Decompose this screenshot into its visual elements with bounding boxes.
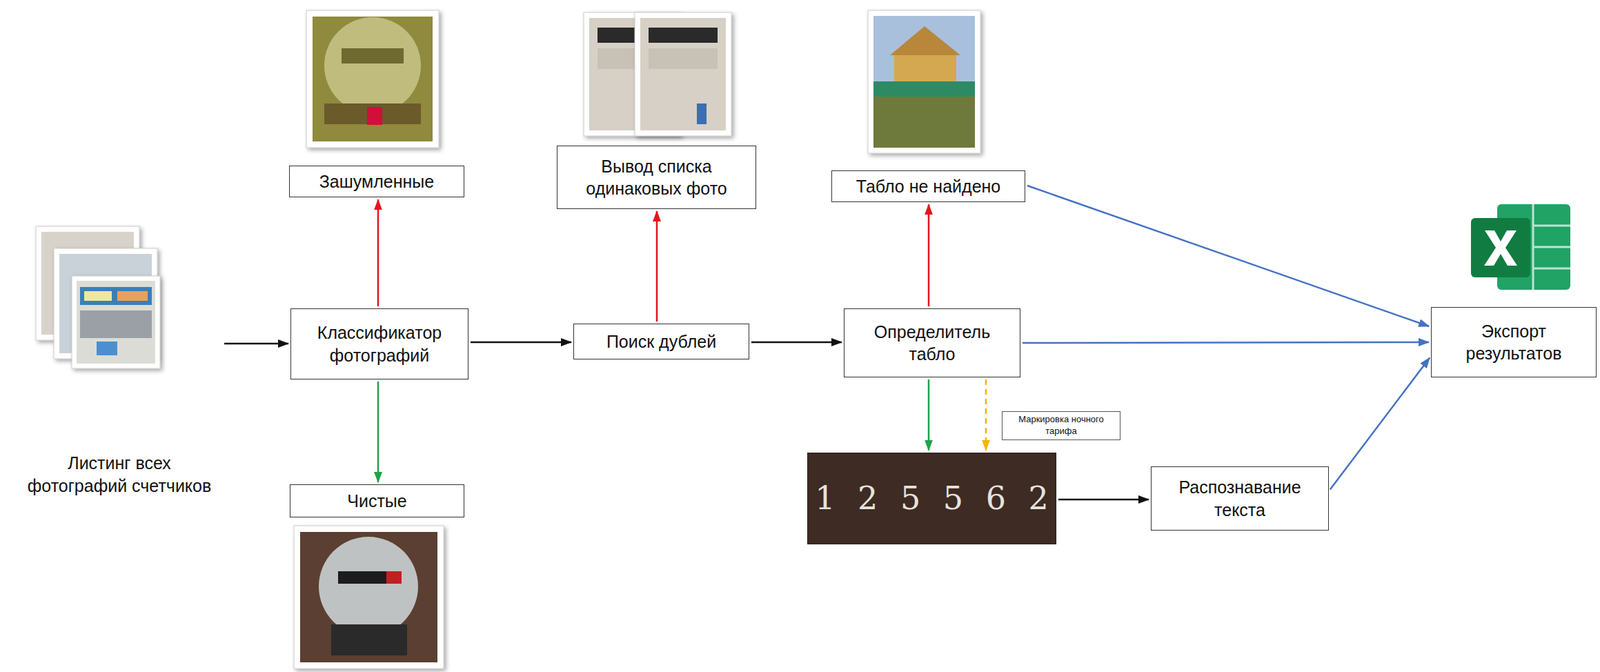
meter-glass (318, 536, 419, 637)
node-text: Определитель табло (844, 320, 1020, 366)
seal (367, 106, 383, 125)
connector-arrow (1330, 357, 1430, 490)
node-text: Вывод списка одинаковых фото (557, 155, 756, 201)
meter-display (648, 27, 718, 43)
node-text: Табло не найдено (850, 175, 1007, 199)
photo (76, 280, 156, 364)
photo (640, 17, 726, 131)
photo-frame (634, 12, 732, 136)
process-box: Поиск дублей (573, 323, 750, 360)
connector-arrow (1058, 498, 1149, 501)
node-text: Поиск дублей (600, 330, 722, 354)
photo-frame (71, 275, 161, 369)
connector-arrow (985, 379, 988, 451)
meter-display (386, 571, 402, 584)
sky (873, 15, 975, 148)
process-box: Определитель табло (843, 308, 1021, 378)
clean-photo (293, 525, 444, 669)
photo-frame (306, 10, 439, 148)
connector-arrow (377, 199, 380, 307)
output-box: Вывод списка одинаковых фото (556, 145, 757, 210)
photo (300, 531, 438, 663)
connector-arrow (751, 341, 842, 344)
connector-arrow (927, 204, 931, 307)
connector-arrow (927, 379, 931, 451)
node-text: Листинг всех фотографий счетчиков (16, 451, 223, 497)
node-text: Распознавание текста (1151, 476, 1329, 521)
node-text: Экспорт результатов (1431, 320, 1596, 365)
meter-display (341, 48, 404, 64)
connector-arrow (224, 342, 289, 345)
seal (96, 341, 118, 356)
node-text: 1 2 5 5 6 2 (809, 478, 1055, 520)
grass (873, 96, 975, 148)
connector-arrow (377, 381, 380, 483)
node-text: Зашумленные (313, 170, 440, 194)
output-box: Табло не найдено (831, 170, 1026, 203)
process-box: Классификатор фотографий (290, 308, 469, 380)
connector-arrow (470, 341, 572, 344)
photo-stack (35, 226, 161, 369)
roof (890, 26, 961, 56)
house-photo (867, 10, 981, 154)
edge-label: Маркировка ночного тарифа (1001, 411, 1121, 441)
meter-display (117, 291, 148, 301)
noisy-photo (306, 10, 439, 148)
terminal (331, 624, 408, 656)
photo-frame (293, 525, 444, 669)
photo (312, 16, 433, 142)
photo-frame (867, 10, 981, 154)
output-box: Чистые (289, 484, 465, 518)
meter-label (648, 48, 718, 69)
excel-icon (1470, 204, 1571, 290)
output-box: Зашумленные (289, 165, 465, 199)
node-text: Чистые (341, 489, 412, 513)
meter-display (84, 291, 112, 301)
breakers (80, 310, 152, 339)
meter-display (338, 571, 402, 584)
fence (873, 81, 975, 97)
meter-glass (324, 17, 421, 114)
process-box: Экспорт результатов (1430, 307, 1597, 378)
process-box: Распознавание текста (1150, 466, 1329, 531)
connector-arrow (1027, 185, 1429, 327)
duplicate-photos (583, 12, 732, 136)
connector-arrow (1022, 341, 1429, 344)
connector-arrow (656, 211, 659, 322)
terminal (324, 103, 421, 125)
photo-stack-caption: Листинг всех фотографий счетчиков (16, 220, 223, 497)
logo-square (1470, 218, 1531, 278)
digit-strip: 1 2 5 5 6 2 (807, 452, 1057, 546)
seal (696, 103, 707, 125)
node-text: Классификатор фотографий (291, 321, 468, 367)
meter-panel (80, 287, 152, 305)
logo-x (1484, 230, 1518, 266)
